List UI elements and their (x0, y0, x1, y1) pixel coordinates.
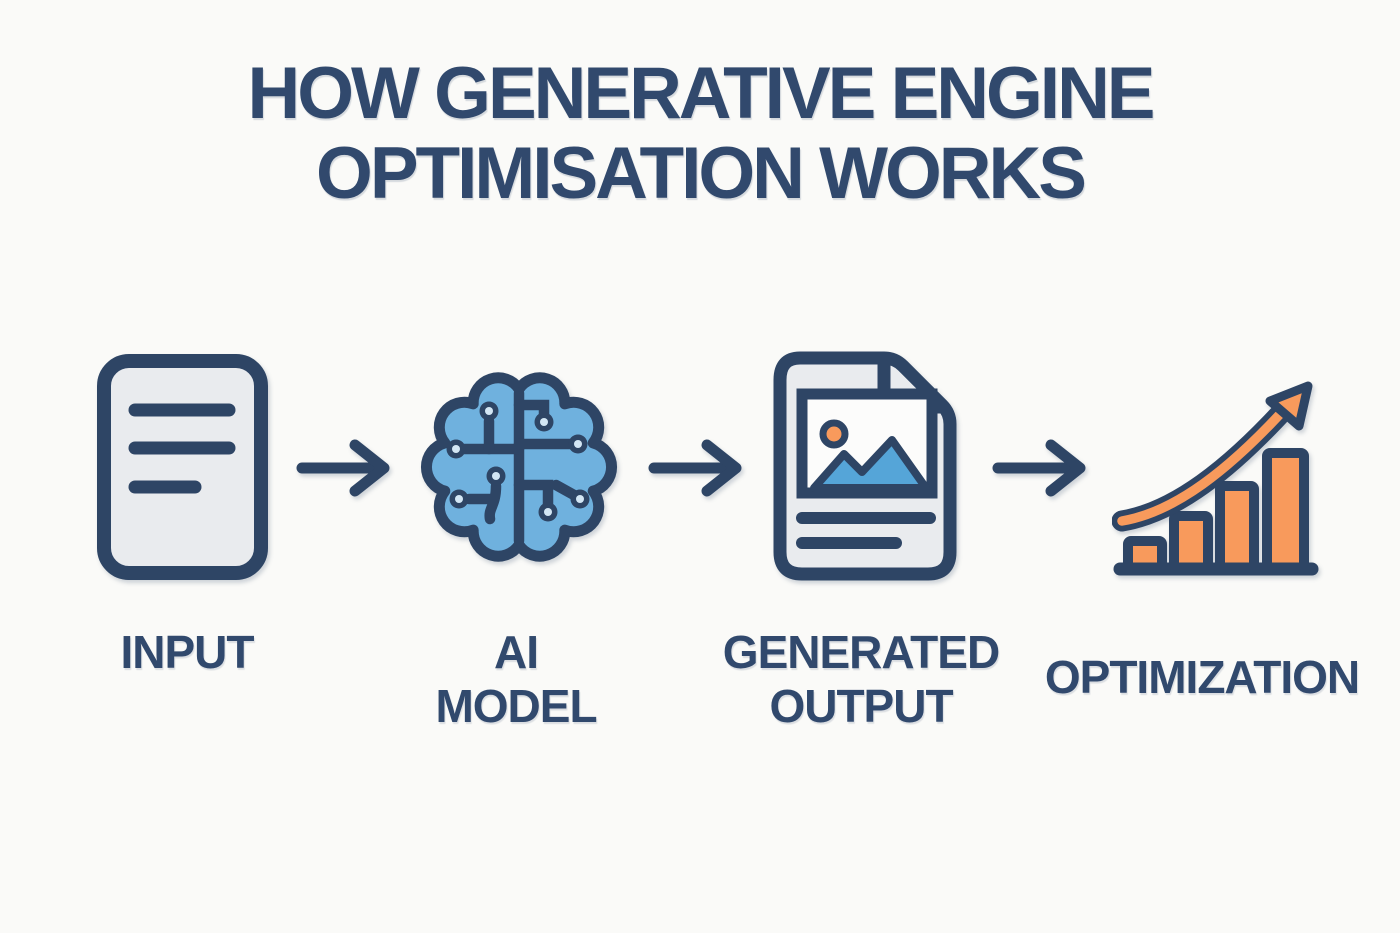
page-title: HOW GENERATIVE ENGINE OPTIMISATION WORKS (0, 54, 1400, 214)
page-title-line-2: OPTIMISATION WORKS (316, 133, 1087, 214)
growth-chart-icon (1112, 381, 1319, 576)
label-line: INPUT (120, 626, 255, 678)
input-label: INPUT (37, 625, 337, 679)
flow-arrow-icon (296, 439, 390, 497)
circuit-traces (450, 387, 580, 547)
ai-model-label: AI MODEL (366, 625, 666, 733)
flow-arrow-icon (992, 439, 1086, 497)
input-document-icon (97, 354, 268, 580)
generated-output-label: GENERATED OUTPUT (711, 625, 1011, 733)
optimization-label: OPTIMIZATION (1027, 650, 1377, 704)
label-line: OPTIMIZATION (1044, 651, 1360, 703)
label-line: GENERATED (722, 626, 1000, 678)
label-line: MODEL (435, 680, 597, 732)
label-line: OUTPUT (769, 680, 953, 732)
label-line: AI (494, 626, 539, 678)
growth-arrow (1112, 381, 1313, 532)
page-title-line-1: HOW GENERATIVE ENGINE (247, 53, 1156, 134)
circuit-nodes (446, 401, 590, 522)
ai-brain-circuit-icon (420, 372, 618, 562)
document-text-lines (128, 403, 236, 494)
document-text-lines (796, 512, 936, 549)
generated-document-icon (773, 351, 957, 581)
mountain-shape (810, 436, 930, 492)
flow-arrow-icon (648, 439, 742, 497)
sun-dot (819, 419, 849, 449)
